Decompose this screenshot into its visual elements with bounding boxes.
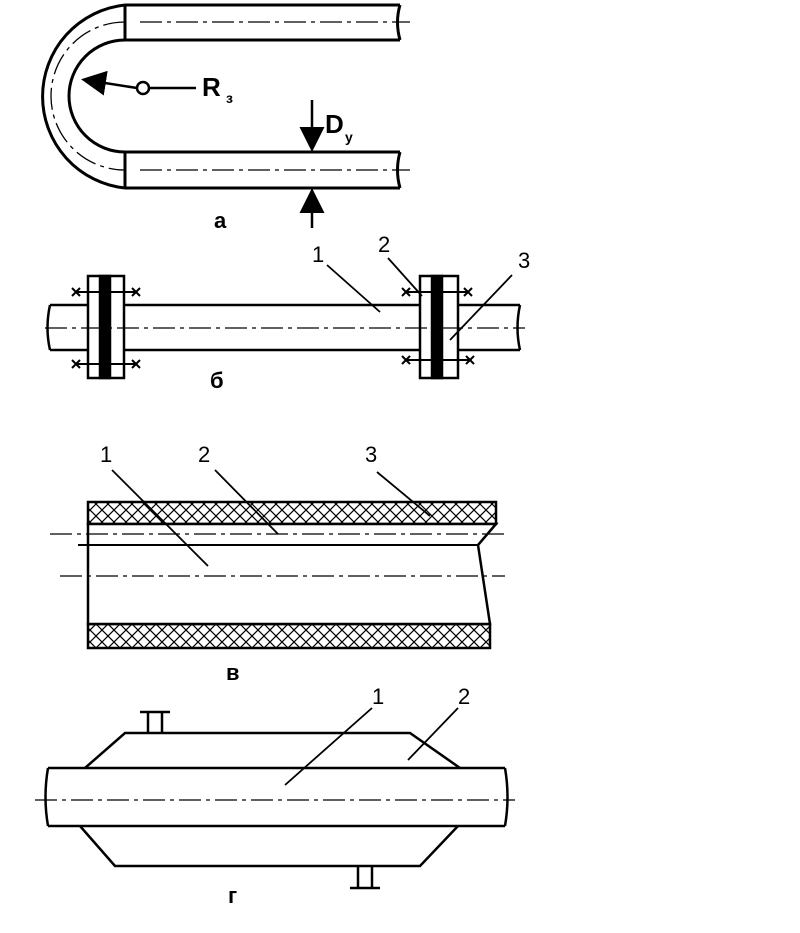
figure-d-jacketed-pipe xyxy=(44,710,509,890)
callout-b-1: 1 xyxy=(312,242,324,267)
figure-c-leaders xyxy=(111,469,431,567)
diameter-label: D xyxy=(325,109,344,139)
figure-b-leaders xyxy=(326,257,513,341)
callout-d-1: 1 xyxy=(372,684,384,709)
figure-b-bolts xyxy=(71,287,475,369)
caption-c: в xyxy=(226,660,240,685)
figure-a-centerlines xyxy=(50,21,410,171)
callout-c-2: 2 xyxy=(198,442,210,467)
figure-a-u-bend xyxy=(41,3,402,190)
bend-inner xyxy=(67,38,126,154)
radius-label: R xyxy=(202,72,221,102)
diameter-subscript: у xyxy=(345,129,353,145)
callout-d-2: 2 xyxy=(458,684,470,709)
caption-b: б xyxy=(210,368,224,393)
figure-d-leaders xyxy=(284,707,459,786)
radius-subscript: з xyxy=(226,90,233,106)
figure-c-insulated-pipe xyxy=(78,500,499,650)
caption-d: г xyxy=(228,883,237,908)
radius-indicator xyxy=(81,70,196,96)
callout-b-2: 2 xyxy=(378,232,390,257)
callout-c-1: 1 xyxy=(100,442,112,467)
callout-b-3: 3 xyxy=(518,248,530,273)
caption-a: а xyxy=(214,208,227,233)
callout-c-3: 3 xyxy=(365,442,377,467)
bend-outer xyxy=(41,3,126,190)
